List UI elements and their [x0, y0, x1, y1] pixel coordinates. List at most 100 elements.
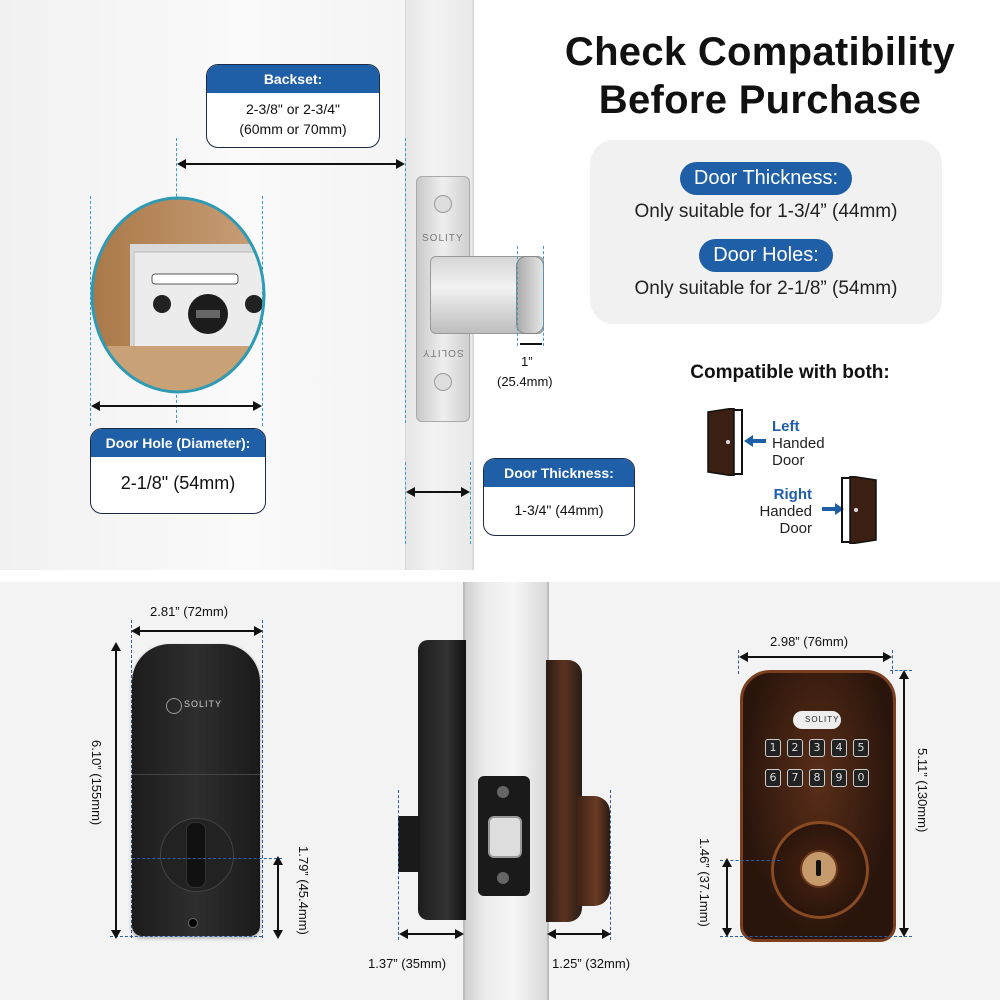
arrow-left-icon	[399, 929, 408, 939]
latch-brand-top: SOLITY	[422, 233, 464, 244]
bolt-right-guide	[543, 246, 544, 346]
keypad-key-4[interactable]: 4	[831, 739, 847, 757]
interior-depth-line	[404, 933, 458, 935]
interior-brand: SOLITY	[184, 699, 223, 709]
arrow-down-icon	[273, 930, 283, 939]
exterior-bottom-guide	[720, 936, 912, 937]
keypad-key-7[interactable]: 7	[787, 769, 803, 787]
right-handed-text: Handed	[759, 503, 812, 520]
keypad-key-2[interactable]: 2	[787, 739, 803, 757]
thickness-dimension-line	[411, 491, 464, 493]
knob-height-label: 1.79” (45.4mm)	[296, 846, 311, 935]
left-handed-label: Left Handed Door	[772, 418, 825, 469]
keypad-key-3[interactable]: 3	[809, 739, 825, 757]
thumb-turn	[186, 822, 206, 888]
backset-right-guide	[405, 138, 406, 423]
keypad-key-5[interactable]: 5	[853, 739, 869, 757]
arrow-right-icon	[253, 401, 262, 411]
reset-hole	[188, 918, 198, 928]
arrow-left-icon	[547, 929, 556, 939]
exterior-height-line	[903, 676, 905, 930]
right-handed-door-icon	[838, 475, 878, 545]
left-door-text: Door	[772, 452, 805, 469]
arrow-up-icon	[111, 642, 121, 651]
page-title: Check Compatibility Before Purchase	[520, 28, 1000, 124]
interior-left-guide	[131, 620, 132, 938]
arrow-right-icon	[602, 929, 611, 939]
door-thickness-callout: Door Thickness: 1-3/4" (44mm)	[483, 458, 635, 536]
screw-icon	[497, 872, 509, 884]
exterior-depth-line	[552, 933, 604, 935]
backset-callout: Backset: 2-3/8" or 2-3/4" (60mm or 70mm)	[206, 64, 380, 148]
door-hole-label: Door Hole (Diameter):	[91, 429, 265, 457]
door-holes-requirement: Only suitable for 2-1/8” (54mm)	[634, 278, 898, 299]
knob-height-line	[277, 862, 279, 932]
door-hole-illustration	[90, 196, 266, 394]
title-line-2: Before Purchase	[598, 78, 922, 122]
bolt-dim-line2: (25.4mm)	[497, 374, 553, 389]
thickness-right-guide	[470, 462, 471, 544]
keypad-key-0[interactable]: 0	[853, 769, 869, 787]
arrow-right-icon	[396, 159, 405, 169]
door-holes-pill: Door Holes:	[699, 239, 833, 272]
door-thickness-label: Door Thickness:	[484, 459, 634, 487]
knob-center-guide	[132, 858, 282, 859]
right-accent-text: Right	[773, 486, 812, 503]
interior-right-guide	[262, 620, 263, 938]
exterior-logo-badge: SOLITY	[793, 711, 841, 729]
interior-seam	[132, 774, 260, 775]
arrow-down-icon	[722, 928, 732, 937]
latch-brand-bottom: SOLITY	[422, 347, 464, 358]
bolt-dim-line1: 1”	[521, 354, 533, 369]
door-thickness-value: 1-3/4" (44mm)	[514, 502, 604, 518]
backset-value-line2: (60mm or 70mm)	[239, 121, 347, 137]
cylinder-height-line	[726, 864, 728, 930]
arrow-left-icon	[177, 159, 186, 169]
interior-height-label: 6.10” (155mm)	[89, 740, 104, 826]
backset-value-line1: 2-3/8" or 2-3/4"	[246, 101, 340, 117]
arrow-right-icon	[254, 626, 263, 636]
interior-bottom-guide	[110, 936, 262, 937]
latch-bolt-tip	[516, 256, 544, 334]
door-hole-right-guide	[262, 196, 263, 426]
arrow-left-icon	[131, 626, 140, 636]
keypad-key-9[interactable]: 9	[831, 769, 847, 787]
door-hole-dimension-line	[96, 405, 256, 407]
door-thickness-requirement: Only suitable for 1-3/4” (44mm)	[634, 201, 898, 222]
right-door-text: Door	[779, 520, 812, 537]
arrow-left-icon	[91, 401, 100, 411]
arrow-right-icon	[461, 487, 470, 497]
right-handed-label: Right Handed Door	[752, 486, 812, 537]
side-thumb-turn	[398, 816, 420, 872]
keypad-key-8[interactable]: 8	[809, 769, 825, 787]
strike-opening	[488, 816, 522, 858]
arrow-up-icon	[899, 670, 909, 679]
keyhole-icon	[800, 850, 838, 888]
left-handed-text: Handed	[772, 435, 825, 452]
screw-icon	[434, 373, 452, 391]
door-hole-callout: Door Hole (Diameter): 2-1/8" (54mm)	[90, 428, 266, 514]
interior-unit: SOLITY	[132, 644, 260, 936]
arrow-left-icon	[406, 487, 415, 497]
cylinder-center-guide	[720, 860, 780, 861]
arrow-left-icon	[739, 652, 748, 662]
keypad-key-1[interactable]: 1	[765, 739, 781, 757]
exterior-right-guide	[892, 650, 893, 674]
interior-width-label: 2.81” (72mm)	[150, 604, 229, 619]
arrow-down-icon	[111, 930, 121, 939]
title-line-1: Check Compatibility	[564, 30, 956, 74]
side-left-guide	[398, 790, 399, 940]
arrow-up-icon	[722, 858, 732, 867]
interior-depth-label: 1.37” (35mm)	[368, 956, 447, 971]
backset-dimension-line	[182, 163, 400, 165]
door-hole-value: 2-1/8" (54mm)	[120, 473, 236, 493]
interior-height-line	[115, 648, 117, 932]
right-arrow-icon	[822, 502, 844, 515]
section-divider	[0, 570, 1000, 582]
exterior-height-label: 5.11” (130mm)	[915, 748, 930, 833]
backset-label: Backset:	[207, 65, 379, 93]
exterior-width-label: 2.98” (76mm)	[770, 634, 849, 649]
keypad-key-6[interactable]: 6	[765, 769, 781, 787]
strike-plate	[478, 776, 530, 896]
cylinder-height-label: 1.46” (37.1mm)	[697, 838, 712, 927]
